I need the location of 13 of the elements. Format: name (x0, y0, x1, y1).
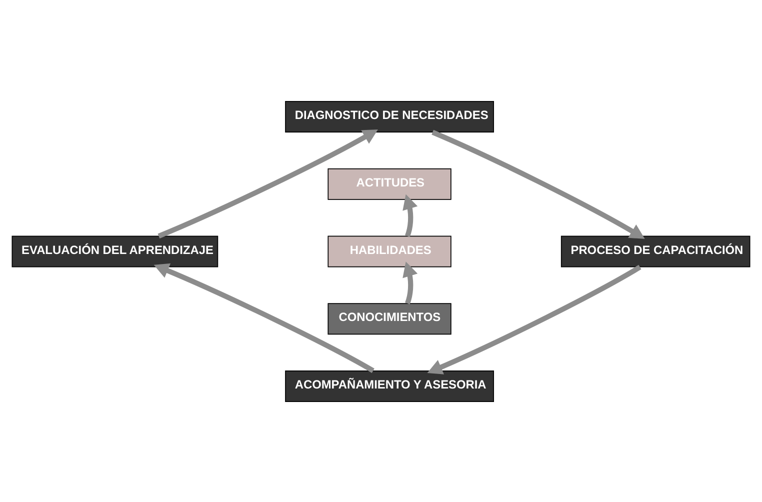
arrow (427, 264, 642, 374)
arrow (158, 128, 378, 238)
node-box: DIAGNOSTICO DE NECESIDADES (285, 100, 494, 132)
node-box: EVALUACIÓN DEL APRENDIZAJE (12, 235, 218, 267)
node-box: HABILIDADES (328, 235, 452, 267)
arrow (402, 261, 418, 304)
arrow (432, 129, 645, 238)
node-box: CONOCIMIENTOS (328, 302, 452, 334)
node-box: PROCESO DE CAPACITACIÓN (560, 235, 750, 267)
arrow (402, 194, 418, 236)
node-box: ACOMPAÑAMIENTO Y ASESORIA (285, 370, 494, 402)
node-box: ACTITUDES (328, 168, 452, 200)
arrow (154, 262, 374, 372)
